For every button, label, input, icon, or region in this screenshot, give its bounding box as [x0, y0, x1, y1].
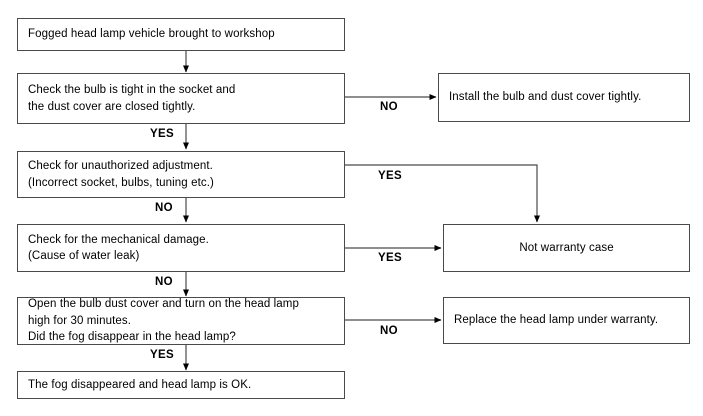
node-not-warranty-label: Not warranty case — [519, 241, 614, 254]
edge-label-no-2: NO — [155, 202, 173, 214]
node-check-bulb: Check the bulb is tight in the socket an… — [17, 73, 345, 124]
node-check-adjustment-label: Check for unauthorized adjustment. (Inco… — [28, 160, 214, 189]
edge-label-yes-4: YES — [150, 349, 174, 361]
node-install-bulb: Install the bulb and dust cover tightly. — [438, 73, 690, 122]
edge-check-adjustment-yes — [345, 164, 540, 223]
node-not-warranty: Not warranty case — [443, 224, 690, 272]
node-start: Fogged head lamp vehicle brought to work… — [17, 18, 345, 51]
node-check-damage: Check for the mechanical damage. (Cause … — [17, 224, 345, 272]
node-check-damage-label: Check for the mechanical damage. (Cause … — [28, 233, 209, 263]
node-fog-ok: The fog disappeared and head lamp is OK. — [17, 371, 345, 399]
node-check-bulb-label: Check the bulb is tight in the socket an… — [28, 84, 236, 113]
node-open-cover-label: Open the bulb dust cover and turn on the… — [28, 298, 299, 344]
node-check-adjustment: Check for unauthorized adjustment. (Inco… — [17, 151, 345, 198]
edge-label-no-1: NO — [380, 101, 398, 113]
edge-label-yes-1: YES — [150, 128, 174, 140]
edge-label-no-3: NO — [155, 276, 173, 288]
node-replace-lamp-label: Replace the head lamp under warranty. — [454, 314, 659, 327]
edge-label-yes-3: YES — [378, 252, 402, 264]
edge-label-no-4: NO — [380, 325, 398, 337]
node-start-label: Fogged head lamp vehicle brought to work… — [28, 28, 275, 41]
edge-label-yes-2: YES — [378, 170, 402, 182]
node-fog-ok-label: The fog disappeared and head lamp is OK. — [28, 378, 252, 391]
node-open-cover: Open the bulb dust cover and turn on the… — [17, 297, 345, 345]
node-replace-lamp: Replace the head lamp under warranty. — [443, 297, 690, 344]
node-install-bulb-label: Install the bulb and dust cover tightly. — [449, 91, 642, 104]
